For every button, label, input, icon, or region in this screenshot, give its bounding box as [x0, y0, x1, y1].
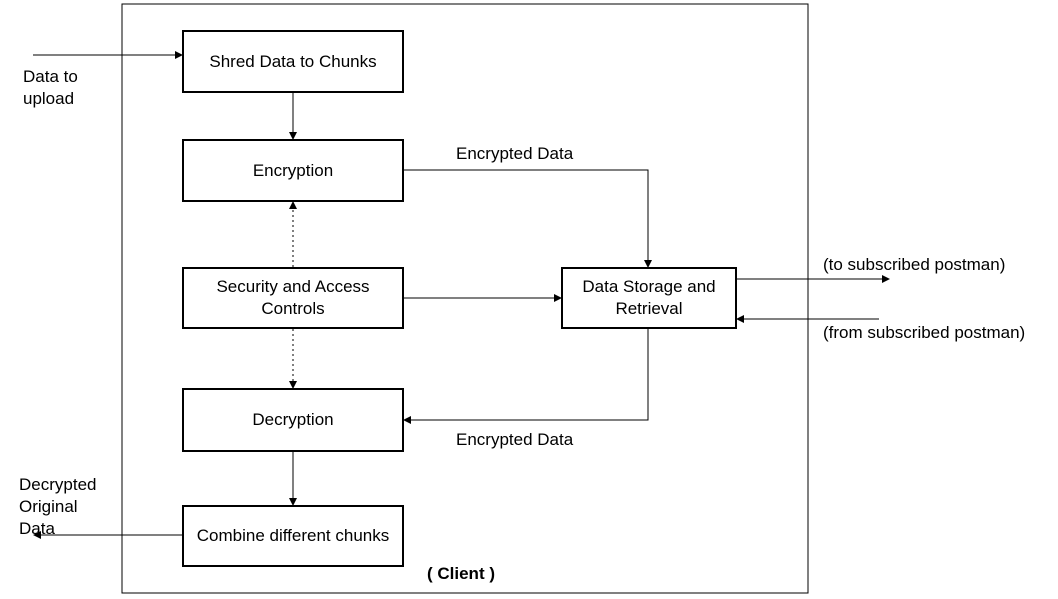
security-access-controls-box: Security and Access Controls	[182, 267, 404, 329]
output-label: Decrypted Original Data	[19, 475, 97, 538]
shred-data-box: Shred Data to Chunks	[182, 30, 404, 93]
encryption-box: Encryption	[182, 139, 404, 202]
input-label: Data to upload	[23, 67, 78, 108]
encryption-to-storage-arrow	[404, 169, 652, 268]
storage-to-decryption-arrow	[403, 329, 649, 424]
encrypted-data-label-top: Encrypted Data	[456, 144, 574, 163]
combine-chunks-box: Combine different chunks	[182, 505, 404, 567]
data-storage-retrieval-box: Data Storage and Retrieval	[561, 267, 737, 329]
from-postman-label: (from subscribed postman)	[823, 323, 1026, 342]
client-boundary	[121, 3, 809, 594]
to-postman-label: (to subscribed postman)	[823, 255, 1006, 274]
decryption-box: Decryption	[182, 388, 404, 452]
encrypted-data-label-bottom: Encrypted Data	[456, 430, 574, 449]
client-label: ( Client )	[427, 564, 495, 583]
